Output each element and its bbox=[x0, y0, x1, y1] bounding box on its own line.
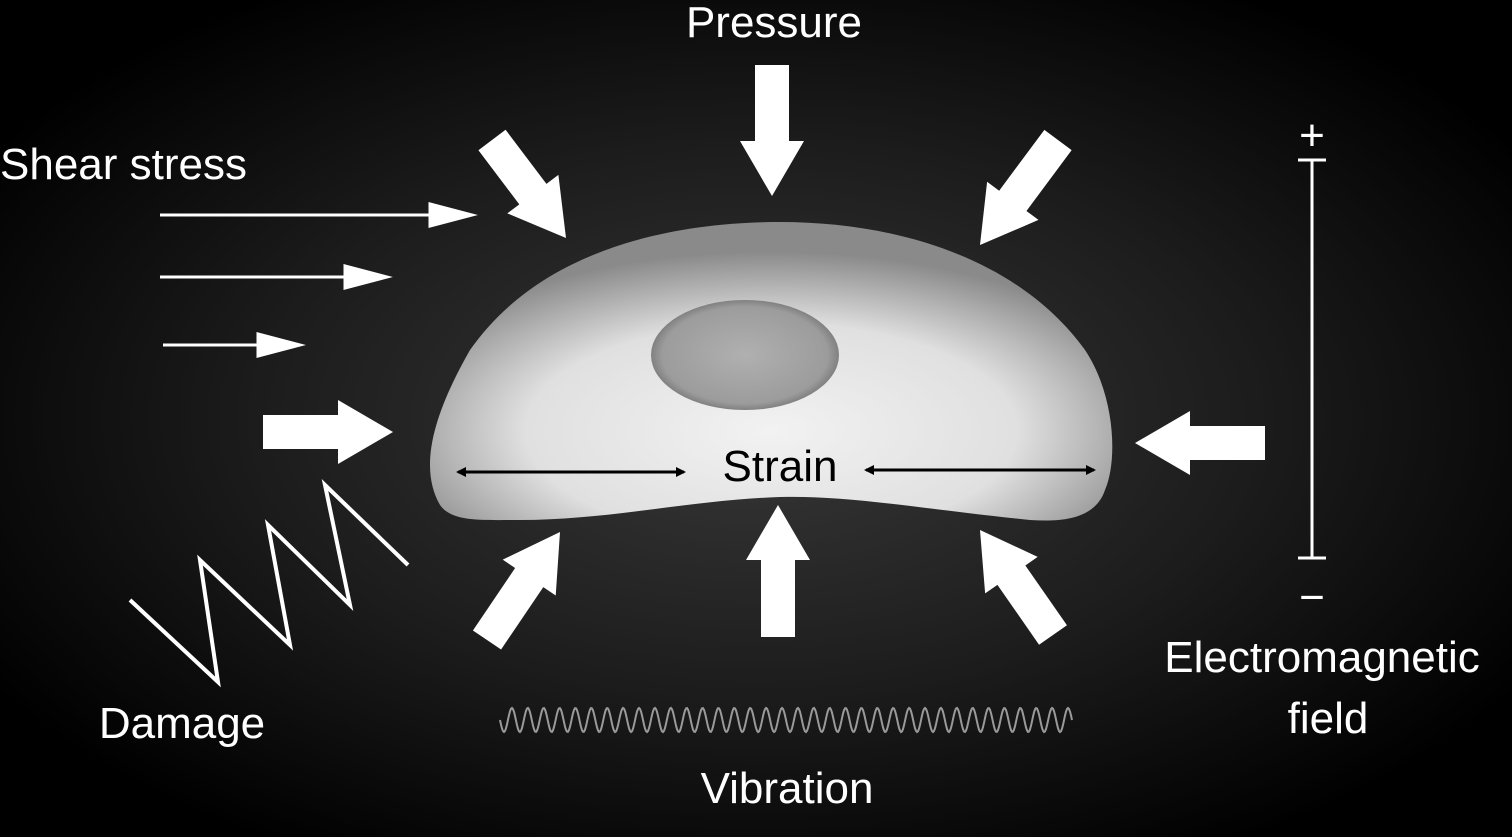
plus-sign: + bbox=[1299, 111, 1325, 160]
vibration-wave bbox=[499, 706, 1073, 734]
label-strain: Strain bbox=[723, 442, 838, 491]
force-arrow-top-left bbox=[478, 129, 566, 238]
cell-nucleus bbox=[651, 300, 839, 410]
pressure-arrow-top bbox=[740, 65, 804, 196]
force-arrow-top-right bbox=[980, 129, 1072, 245]
force-arrow-right bbox=[1135, 411, 1265, 475]
shear-stress-arrows bbox=[160, 202, 478, 358]
label-vibration: Vibration bbox=[701, 764, 874, 813]
damage-zigzag bbox=[128, 479, 410, 688]
force-arrow-bottom-right bbox=[980, 530, 1067, 645]
force-arrow-bottom bbox=[746, 505, 810, 637]
label-field: field bbox=[1288, 694, 1369, 743]
label-damage: Damage bbox=[99, 699, 265, 748]
label-shear-stress: Shear stress bbox=[0, 140, 247, 189]
force-arrow-bottom-left bbox=[472, 532, 560, 650]
electromagnetic-field-line bbox=[1298, 158, 1326, 560]
label-pressure: Pressure bbox=[686, 0, 862, 47]
label-electromagnetic: Electromagnetic bbox=[1164, 633, 1479, 682]
force-arrow-left bbox=[263, 400, 393, 464]
minus-sign: − bbox=[1299, 573, 1325, 622]
strain-arrows bbox=[456, 465, 1096, 477]
